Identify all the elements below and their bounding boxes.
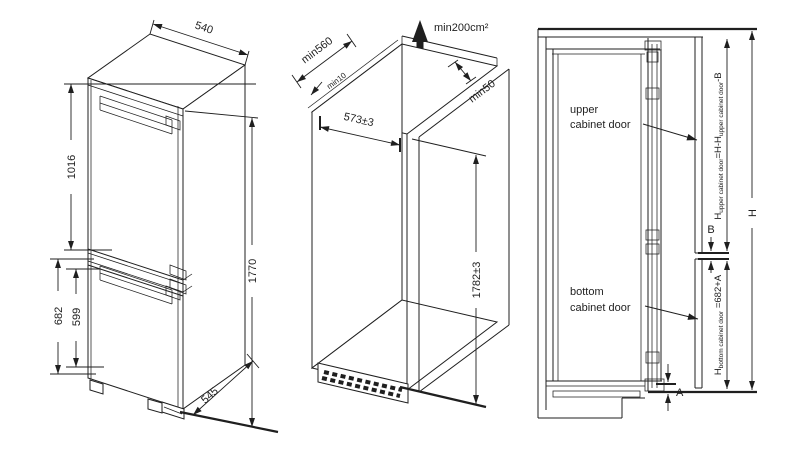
dim-540: 540 <box>193 20 214 37</box>
bottom-door-height-formula: Hbottom cabinet door =682+A <box>713 274 725 375</box>
upper-door-height-formula: Hupper cabinet door=H-Hupper cabinet doo… <box>713 72 725 219</box>
upper-door-label-line2: cabinet door <box>570 119 631 131</box>
upper-cabinet-door-panel <box>694 37 703 254</box>
fridge-door-edge-column <box>644 38 665 392</box>
upper-door-callout: upper cabinet door <box>570 104 698 141</box>
dim-A: A <box>676 387 684 399</box>
dim-1770: 1770 <box>247 259 259 283</box>
cabinet-carcass <box>537 27 757 419</box>
bottom-cabinet-door-panel <box>694 258 703 389</box>
dim-min200cm2: min200cm² <box>434 22 489 34</box>
cabinet-dimensions: B Hupper cabinet door=H-Hupper cabinet d… <box>656 31 759 411</box>
cabinet-door-view: upper cabinet door bottom cabinet door B… <box>537 27 759 419</box>
bottom-door-label-line1: bottom <box>570 286 604 298</box>
dim-min560: min560 <box>299 35 335 66</box>
bottom-door-label-line2: cabinet door <box>570 302 631 314</box>
fridge-feet <box>89 379 185 420</box>
dim-1016: 1016 <box>66 155 78 179</box>
bottom-door-callout: bottom cabinet door <box>570 286 699 320</box>
fridge-upper-door-handle <box>99 95 181 135</box>
fridge-body <box>86 33 247 410</box>
niche-view: min200cm² min560 min10 <box>291 20 510 409</box>
dim-682: 682 <box>53 307 65 325</box>
upper-door-label-line1: upper <box>570 104 598 116</box>
fridge-lower-door-handle <box>99 265 181 305</box>
fridge-view: 540 1016 682 599 1770 <box>50 20 279 434</box>
dim-599: 599 <box>71 308 83 326</box>
fridge-door-gap <box>87 248 193 297</box>
dim-1782: 1782±3 <box>471 262 483 299</box>
niche-vent-grille <box>317 362 409 404</box>
dim-H: H <box>747 209 759 217</box>
niche-walls <box>307 39 510 393</box>
dim-B: B <box>707 224 714 236</box>
